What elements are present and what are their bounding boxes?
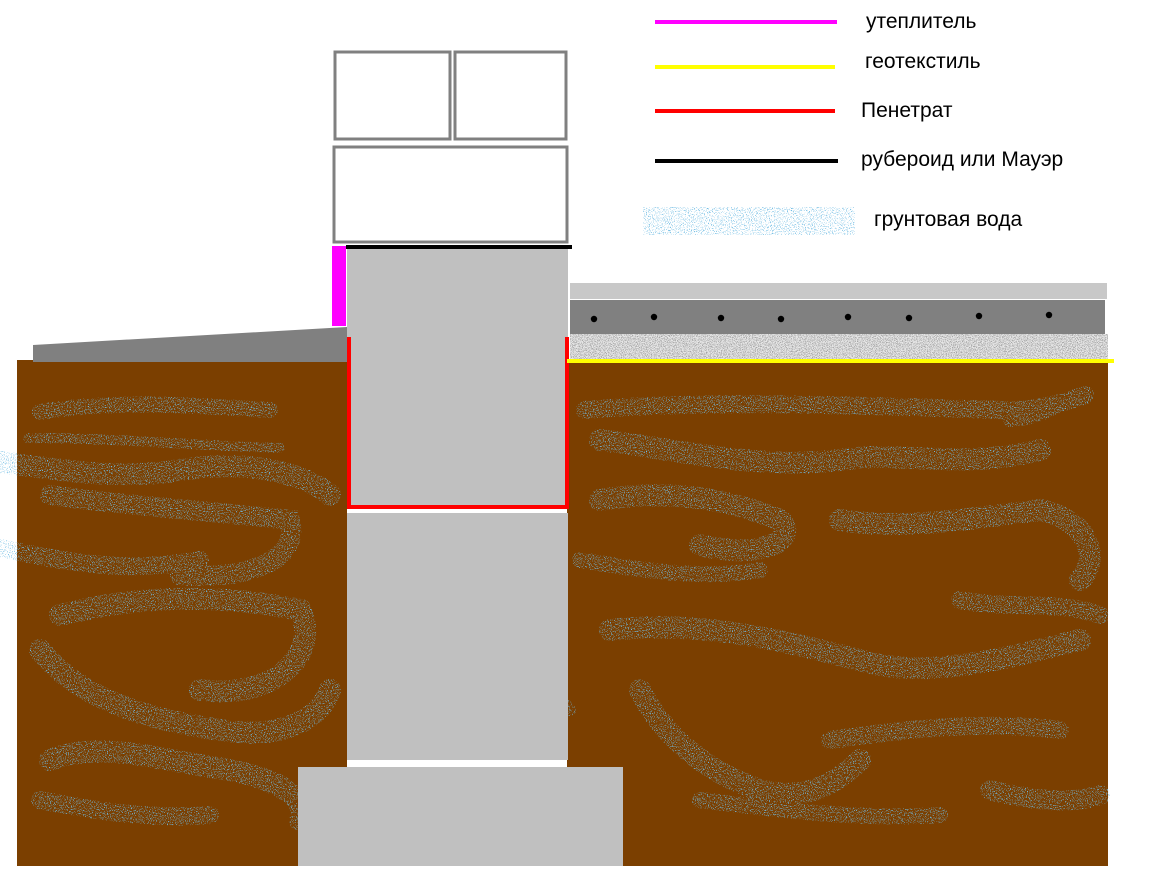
legend-swatch-groundwater [643,207,855,235]
brick [332,145,569,244]
groundwater-pattern [0,386,1110,831]
brick [333,50,452,141]
foundation-wall-upper [347,249,568,509]
legend-label-roofing: рубероид или Мауэр [861,148,1063,171]
legend-label-groundwater: грунтовая вода [874,208,1022,231]
gravel-texture [570,334,1108,360]
brick [453,50,568,141]
foundation-wall-lower [347,513,568,760]
legend-label-insulation: утеплитель [866,10,977,33]
penetrat-line [347,337,569,509]
floor-screed [570,283,1107,299]
reinforced-slab [570,300,1105,334]
brick-wall [332,50,569,244]
rebar-points [590,311,1053,323]
legend: утеплитель геотекстиль Пенетрат рубероид… [643,10,1063,235]
legend-label-geotextile: геотекстиль [865,50,981,73]
insulation-layer [332,246,346,326]
blind-area [33,327,347,362]
legend-label-penetrat: Пенетрат [861,99,953,122]
foundation-footing [298,767,623,866]
